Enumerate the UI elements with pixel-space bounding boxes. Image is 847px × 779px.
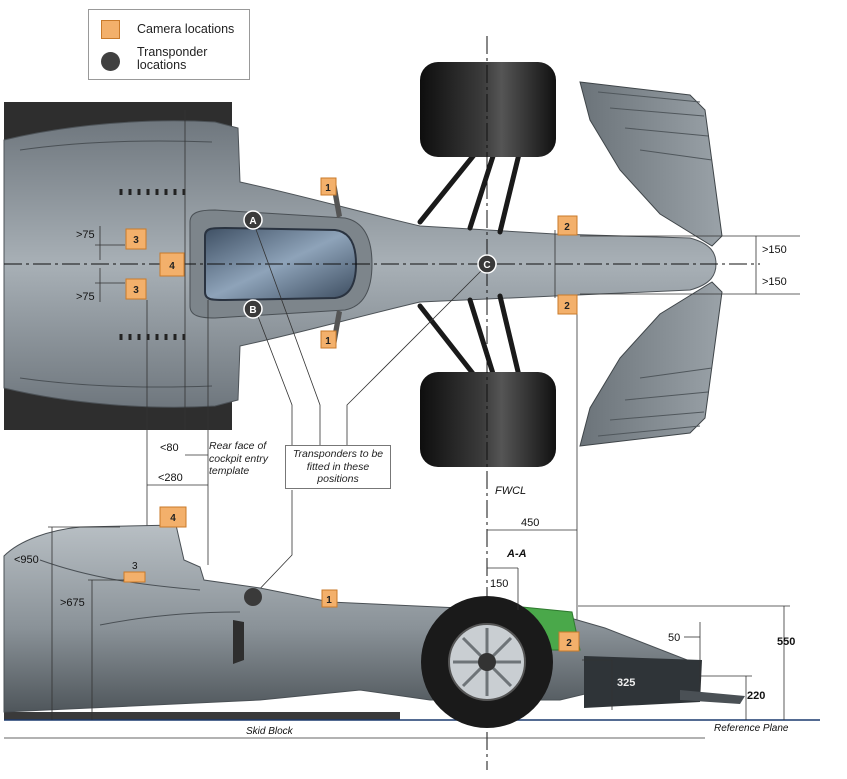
camera-2-bottom: 2 bbox=[557, 294, 578, 315]
svg-text:4: 4 bbox=[170, 513, 176, 524]
svg-text:2: 2 bbox=[566, 638, 572, 649]
front-wing-endplate bbox=[680, 690, 745, 704]
transponder-leaders bbox=[253, 223, 487, 596]
camera-2-side: 2 bbox=[558, 631, 580, 652]
dim-150-side: 150 bbox=[490, 578, 508, 590]
dim-75-lines bbox=[95, 226, 125, 302]
side-dim-lines bbox=[48, 526, 790, 720]
dim-3-side: 3 bbox=[132, 561, 138, 572]
front-tyre-bottom bbox=[420, 372, 556, 467]
rear-face-note: Rear face of cockpit entry template bbox=[209, 440, 268, 477]
front-suspension-top bbox=[417, 147, 523, 383]
svg-text:1: 1 bbox=[325, 183, 331, 194]
svg-text:1: 1 bbox=[326, 595, 332, 606]
legend: Camera locations Transponder locations bbox=[88, 9, 250, 80]
front-wing-upper bbox=[579, 81, 723, 247]
front-wing-elements bbox=[597, 91, 713, 437]
svg-text:A: A bbox=[249, 216, 256, 227]
sidepod-line-top bbox=[19, 140, 213, 151]
camera-1-bottom: 1 bbox=[320, 330, 337, 349]
dim-550: 550 bbox=[777, 636, 795, 648]
dim-gt150-top: >150 bbox=[762, 244, 787, 256]
camera-2-top: 2 bbox=[557, 215, 578, 236]
sidepod-inlet bbox=[233, 620, 244, 664]
dim-lt950: <950 bbox=[14, 554, 39, 566]
transponders-callout: Transponders to be fitted in these posit… bbox=[285, 445, 391, 489]
dim-lt80: <80 bbox=[160, 442, 179, 454]
dim-gt75-bottom: >75 bbox=[76, 291, 95, 303]
sidepod-side-line bbox=[99, 611, 241, 626]
front-wing-side bbox=[584, 656, 702, 708]
transponder-c: C bbox=[477, 254, 497, 274]
front-tyre-top bbox=[420, 62, 556, 157]
dim-50: 50 bbox=[668, 632, 680, 644]
transponder-legend-label: Transponder locations bbox=[137, 45, 208, 72]
dim-80-280-lines bbox=[147, 454, 208, 486]
camera-3-side bbox=[123, 571, 146, 583]
reference-plane-label: Reference Plane bbox=[714, 723, 789, 734]
transponder-b: B bbox=[243, 299, 263, 319]
transponder-side bbox=[244, 588, 262, 606]
fwcl-label: FWCL bbox=[495, 485, 526, 497]
camera-1-top: 1 bbox=[320, 177, 337, 196]
dim-gt675: >675 bbox=[60, 597, 85, 609]
camera-1-side: 1 bbox=[321, 589, 338, 608]
dim-lt280: <280 bbox=[158, 472, 183, 484]
svg-text:1: 1 bbox=[325, 336, 331, 347]
front-wing-lower bbox=[579, 281, 723, 447]
svg-text:3: 3 bbox=[133, 235, 139, 246]
dim-gt75-top: >75 bbox=[76, 229, 95, 241]
camera-3-top: 3 bbox=[125, 228, 147, 250]
transponder-legend-icon bbox=[101, 52, 120, 71]
dim-150-lines bbox=[580, 235, 800, 295]
transponder-a: A bbox=[243, 210, 263, 230]
svg-text:2: 2 bbox=[564, 222, 570, 233]
camera-4-side: 4 bbox=[159, 506, 187, 528]
dim-450: 450 bbox=[521, 517, 539, 529]
dim-325: 325 bbox=[617, 677, 635, 689]
svg-text:2: 2 bbox=[564, 301, 570, 312]
svg-text:B: B bbox=[249, 305, 256, 316]
sidepod-line-bottom bbox=[19, 377, 213, 388]
camera-legend-icon bbox=[101, 20, 120, 39]
dim-220: 220 bbox=[747, 690, 765, 702]
svg-text:4: 4 bbox=[169, 261, 175, 272]
sidepod-gills-bottom bbox=[119, 334, 186, 340]
skid-block-label: Skid Block bbox=[246, 726, 294, 737]
svg-text:C: C bbox=[483, 260, 490, 271]
floor-plank bbox=[4, 712, 400, 720]
camera-3-bottom: 3 bbox=[125, 278, 147, 300]
wheel-hub bbox=[478, 653, 496, 671]
sidepod-gills-top bbox=[119, 189, 186, 195]
section-aa-label: A-A bbox=[506, 548, 527, 560]
svg-text:3: 3 bbox=[133, 285, 139, 296]
camera-legend-label: Camera locations bbox=[137, 22, 235, 36]
dim-gt150-bottom: >150 bbox=[762, 276, 787, 288]
camera-4-top: 4 bbox=[159, 252, 185, 277]
